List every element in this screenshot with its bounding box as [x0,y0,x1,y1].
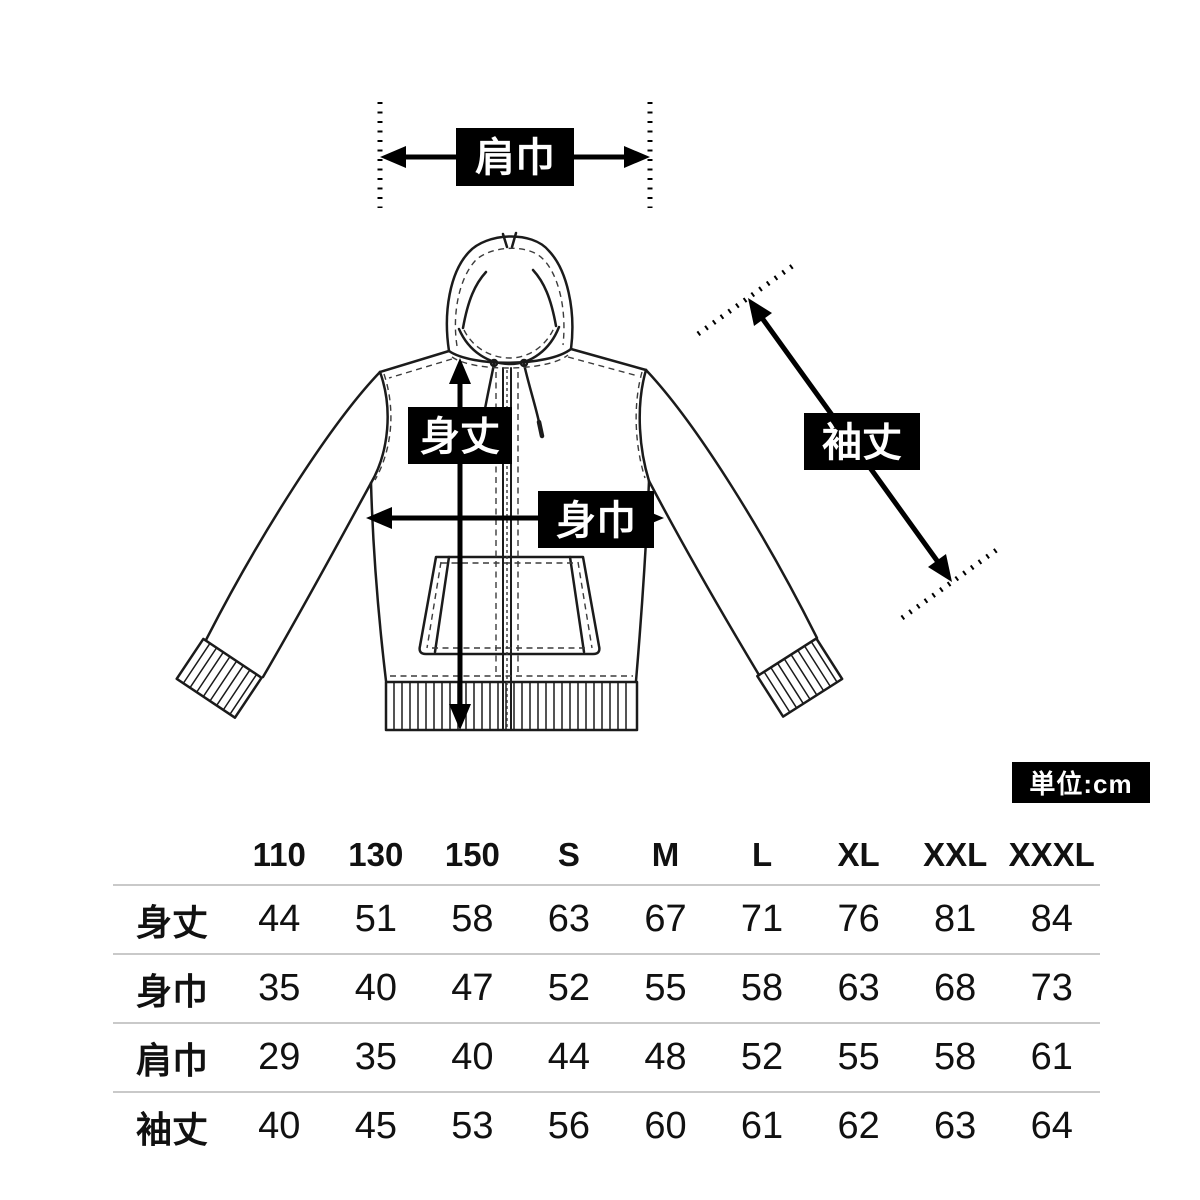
sleeve-length-label: 袖丈 [822,421,902,465]
size-value: 63 [547,898,591,940]
row-label: 肩巾 [135,1039,208,1081]
table-row-sleeve-length: 袖丈 40 45 53 56 60 61 62 63 64 [113,1091,1100,1160]
table-row-body-width: 身巾 35 40 47 52 55 58 63 68 73 [113,953,1100,1022]
row-label: 身丈 [135,901,208,943]
column-header: L [751,836,773,873]
table-row-shoulder-width: 肩巾 29 35 40 44 48 52 55 58 61 [113,1022,1100,1091]
size-value: 44 [258,898,301,940]
size-value: 68 [934,967,977,1009]
size-value: 71 [740,898,784,940]
size-value: 81 [934,898,977,940]
size-value: 58 [934,1036,977,1078]
size-value: 53 [451,1105,494,1147]
size-value: 47 [451,967,494,1009]
sleeve-outer-edges [204,368,819,642]
size-value: 40 [451,1036,494,1078]
size-value: 84 [1030,898,1073,940]
size-value: 60 [644,1105,687,1147]
size-value: 44 [547,1036,591,1078]
size-value: 52 [740,1036,784,1078]
shoulder-width-label: 肩巾 [475,135,555,180]
body-width-label: 身巾 [556,499,636,543]
guide-dotted-bottom [900,543,1004,621]
stitching-lines [374,247,646,728]
size-value: 55 [837,1036,880,1078]
column-header: 130 [348,836,404,873]
column-header: S [557,836,580,873]
column-header: 110 [252,836,306,873]
sleeve-inner-edges [261,479,761,679]
arrowhead [380,146,406,168]
body-width-label-box [538,491,654,548]
size-value: 63 [837,967,880,1009]
shoulder-width-measure: 肩巾 [377,102,653,208]
column-header: XL [837,836,880,873]
body-length-label: 身丈 [420,415,500,459]
hem-ribbing [393,681,627,731]
size-value: 56 [547,1105,591,1147]
sleeve-length-label-box [804,413,920,470]
column-header: 150 [444,836,500,873]
size-value: 45 [354,1105,397,1147]
size-value: 35 [354,1036,397,1078]
pocket-openings [433,555,586,654]
sleeve-length-measure: 袖丈 [696,259,1004,621]
size-value: 29 [258,1036,301,1078]
size-table: 110 130 150 S M L XL XXL XXXL 身丈 44 51 5… [113,826,1100,1160]
size-value: 76 [837,898,880,940]
size-value: 58 [740,967,784,1009]
size-value: 40 [354,967,397,1009]
size-value: 64 [1030,1105,1073,1147]
body-length-measure: 身丈 [408,358,512,730]
arrowhead [624,146,650,168]
body-length-label-box [408,407,512,464]
column-header: M [651,836,680,873]
column-header: XXL [923,836,988,873]
column-header: XXXL [1008,836,1095,873]
row-label: 身巾 [135,970,208,1012]
size-value: 67 [644,898,687,940]
size-value: 61 [1030,1036,1073,1078]
unit-badge: 単位:cm [1012,762,1150,803]
cuff-left [175,637,263,719]
hoodie-measurement-diagram: 肩巾 身丈 身巾 袖丈 [175,102,1004,732]
size-value: 48 [644,1036,687,1078]
armhole-seams [369,368,651,485]
shoulder-seams [378,347,648,374]
size-value: 63 [934,1105,977,1147]
arrowhead [928,554,952,582]
size-table-header-row: 110 130 150 S M L XL XXL XXXL [113,826,1100,884]
size-value: 55 [644,967,687,1009]
cuff-right [756,637,844,718]
row-label: 袖丈 [135,1108,208,1150]
size-value: 52 [547,967,591,1009]
size-value: 73 [1030,967,1073,1009]
body-width-measure: 身巾 [366,491,664,548]
arrowhead [449,704,471,730]
hood-opening-edges [461,268,558,330]
guide-dotted-top [696,259,800,337]
size-value: 35 [258,967,301,1009]
size-value: 58 [451,898,494,940]
arrowhead [366,507,392,529]
size-value: 40 [258,1105,301,1147]
size-value: 61 [740,1105,784,1147]
hood-top-seam [501,231,518,249]
neckline [447,347,573,364]
pocket-outline [418,555,601,656]
table-row-body-length: 身丈 44 51 58 63 67 71 76 81 84 [113,884,1100,953]
size-value: 62 [837,1105,880,1147]
arrowhead [449,358,471,384]
hoodie-illustration [175,231,844,732]
arrowhead [748,298,772,326]
size-value: 51 [354,898,397,940]
shoulder-width-label-box [456,128,574,186]
hood-outline [445,235,574,353]
